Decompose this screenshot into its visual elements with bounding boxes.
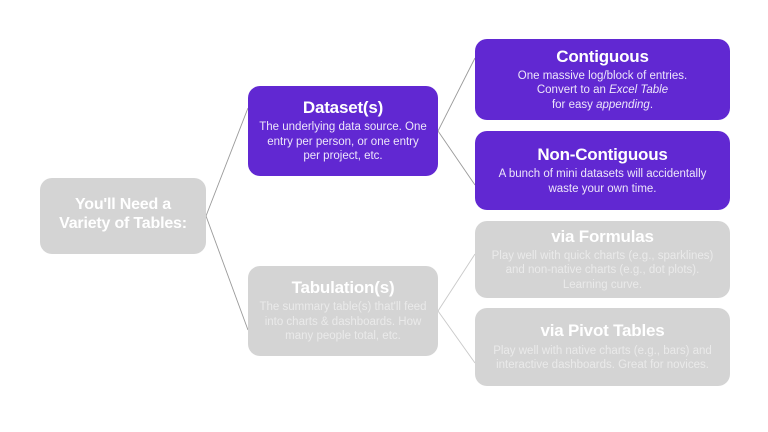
node-via-formulas-title: via Formulas [551, 226, 654, 246]
node-contiguous-body-line-3-post: . [649, 98, 654, 111]
node-non-contiguous[interactable]: Non-Contiguous A bunch of mini datasets … [475, 131, 730, 210]
node-root-title: You'll Need a Variety of Tables: [59, 196, 187, 232]
node-contiguous-body-line-1: One massive log/block of entries. [517, 69, 688, 82]
node-contiguous-body-line-3-emphasis: appending [596, 98, 650, 111]
node-root[interactable]: You'll Need a Variety of Tables: [40, 178, 206, 254]
connector-tabulation-to-formulas [437, 253, 476, 312]
node-contiguous-body-line-2-pre: Convert to an [536, 84, 610, 97]
node-via-pivot-tables-title: via Pivot Tables [540, 321, 665, 341]
node-non-contiguous-title: Non-Contiguous [537, 144, 668, 164]
node-contiguous-body-line-3-pre: for easy [551, 98, 597, 111]
node-dataset-body: The underlying data source. One entry pe… [259, 121, 427, 163]
connector-root-to-tabulation [205, 215, 249, 331]
node-tabulation-body: The summary table(s) that'll feed into c… [259, 301, 427, 343]
node-dataset[interactable]: Dataset(s) The underlying data source. O… [248, 86, 438, 176]
connector-dataset-to-non-contiguous [437, 130, 476, 186]
node-contiguous[interactable]: Contiguous One massive log/block of entr… [475, 39, 730, 120]
connector-root-to-dataset [205, 107, 249, 217]
node-tabulation-title: Tabulation(s) [291, 278, 395, 298]
connector-tabulation-to-pivot [437, 310, 476, 364]
node-contiguous-title: Contiguous [556, 46, 649, 66]
connector-dataset-to-contiguous [437, 57, 476, 132]
node-contiguous-body: One massive log/block of entries. Conver… [518, 69, 687, 112]
node-via-formulas[interactable]: via Formulas Play well with quick charts… [475, 221, 730, 298]
node-via-pivot-tables[interactable]: via Pivot Tables Play well with native c… [475, 308, 730, 386]
node-via-pivot-tables-body: Play well with native charts (e.g., bars… [493, 344, 712, 372]
node-contiguous-body-line-2-emphasis: Excel Table [609, 84, 669, 97]
node-via-formulas-body: Play well with quick charts (e.g., spark… [491, 249, 714, 291]
node-tabulation[interactable]: Tabulation(s) The summary table(s) that'… [248, 266, 438, 356]
node-dataset-title: Dataset(s) [302, 98, 384, 118]
node-non-contiguous-body: A bunch of mini datasets will accidental… [498, 168, 707, 195]
